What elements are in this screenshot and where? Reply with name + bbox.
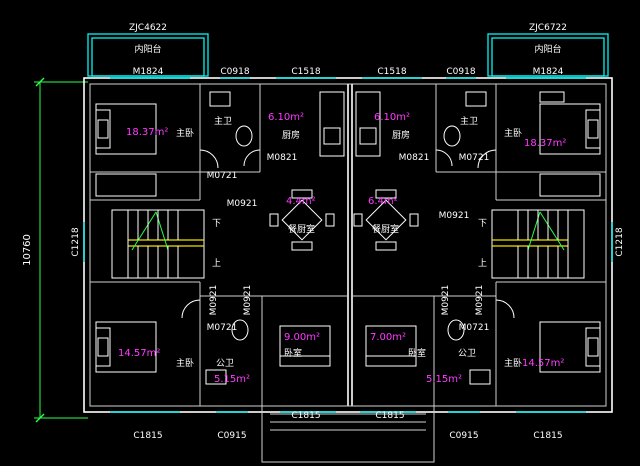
door-label: M0721 [207, 323, 238, 333]
room-area: 5.15m² [214, 374, 250, 385]
balcony-right: ZJC6722 内阳台 [487, 23, 609, 77]
door-label: M0821 [267, 153, 298, 163]
balcony-left-code: ZJC4622 [129, 23, 167, 33]
door-label: M0921 [439, 211, 470, 221]
room-area: 5.15m² [426, 374, 462, 385]
balcony-right-name: 内阳台 [534, 43, 561, 55]
room-name: 主卧 [176, 127, 194, 139]
room-area: 18.37m² [524, 138, 566, 149]
room-area: 6.10m² [374, 112, 410, 123]
stair-right: 下 上 [478, 209, 585, 279]
window-label: C1815 [133, 431, 162, 441]
room-area: 14.57m² [522, 358, 564, 369]
door-label: M0921 [475, 285, 485, 316]
window-label: C1815 [291, 411, 320, 421]
room-name: 主卧 [504, 357, 522, 369]
door-label: M0721 [207, 171, 238, 181]
room-area: 18.37m² [126, 127, 168, 138]
window-label: C0915 [217, 431, 246, 441]
room-name: 主卫 [460, 115, 478, 127]
bed-bottom-left [95, 321, 157, 373]
bed-top-right [539, 103, 601, 155]
door-label: M0921 [227, 199, 258, 209]
door-label: M0921 [441, 285, 451, 316]
bath-fixtures [205, 91, 491, 385]
stair-left: 下 上 [111, 209, 221, 279]
stair-up-label: 上 [212, 258, 221, 269]
room-area: 7.00m² [370, 332, 406, 343]
room-name: 主卧 [504, 127, 522, 139]
room-name: 公卫 [458, 348, 476, 359]
balcony-left: ZJC4622 内阳台 [87, 23, 209, 77]
wardrobe-hatching [95, 91, 601, 197]
room-name: 卧室 [284, 347, 302, 359]
room-area: 4.4m² [286, 196, 316, 207]
room-area: 9.00m² [284, 332, 320, 343]
room-labels: 18.37m² 主卧 主卫 6.10m² 厨房 6.10m² 厨房 主卫 18.… [118, 112, 566, 385]
bed-center-left [279, 325, 331, 367]
room-name: 卧室 [408, 347, 426, 359]
stair-down-label: 下 [478, 219, 487, 229]
door-label: M0721 [459, 153, 490, 163]
room-name: 厨房 [282, 129, 300, 141]
room-name: 餐厨室 [372, 223, 399, 235]
window-labels: C0918 C1518 C1518 C0918 C1218 C1218 C181… [71, 67, 625, 441]
height-dimension-label: 10760 [22, 234, 33, 266]
window-label: C1218 [71, 227, 81, 256]
door-label: M1824 [533, 67, 564, 77]
room-area: 6.10m² [268, 112, 304, 123]
door-label: M0721 [459, 323, 490, 333]
dining-table-left [269, 189, 335, 251]
door-label: M0921 [243, 285, 253, 316]
room-name: 公卫 [216, 358, 234, 369]
bed-center-right [365, 325, 417, 367]
window-label: C1518 [291, 67, 320, 77]
window-label: C1815 [375, 411, 404, 421]
room-name: 厨房 [392, 129, 410, 141]
bed-bottom-right [539, 321, 601, 373]
door-label: M1824 [133, 67, 164, 77]
kitchen-counters [319, 91, 381, 157]
door-label: M0921 [209, 285, 219, 316]
door-labels: M1824 M1824 M0721 M0721 M0821 M0821 M092… [133, 67, 564, 333]
door-label: M0821 [399, 153, 430, 163]
room-area: 6.4m² [368, 196, 398, 207]
door-swings [181, 149, 515, 319]
room-name: 餐厨室 [288, 223, 315, 235]
window-markers [83, 77, 613, 413]
stair-up-label: 上 [478, 258, 487, 269]
stair-down-label: 下 [212, 219, 221, 229]
window-label: C1815 [533, 431, 562, 441]
window-label: C0918 [220, 67, 249, 77]
height-dimension: 10760 [22, 77, 88, 423]
window-label: C1518 [377, 67, 406, 77]
window-label: C0915 [449, 431, 478, 441]
window-label: C1218 [615, 227, 625, 256]
room-name: 主卧 [176, 357, 194, 369]
window-label: C0918 [446, 67, 475, 77]
room-area: 14.57m² [118, 348, 160, 359]
balcony-left-name: 内阳台 [134, 43, 161, 55]
balcony-right-code: ZJC6722 [529, 23, 567, 33]
bed-top-left [95, 103, 157, 155]
dining-table-right [353, 189, 419, 251]
room-name: 主卫 [214, 115, 232, 127]
